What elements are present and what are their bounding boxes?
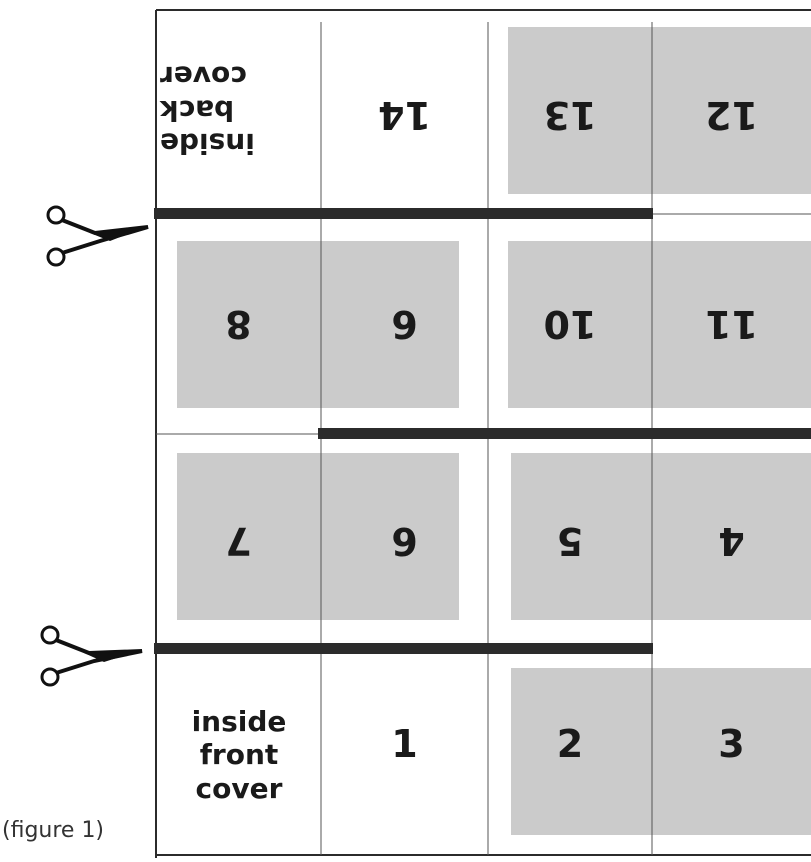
page-3: 3 [718, 722, 745, 766]
page-12: 12 [705, 93, 758, 137]
page-2: 2 [556, 722, 584, 766]
page-4: 4 [718, 519, 745, 563]
page-14: 14 [378, 93, 431, 137]
inside-back-cover-label: inside back cover [160, 40, 318, 180]
shade-block-8-6 [177, 241, 459, 408]
page-5: 5 [556, 519, 584, 563]
inside-back-cover-line-1: inside [160, 127, 255, 161]
inside-front-cover-label: inside front cover [160, 690, 318, 820]
page-8: 8 [225, 302, 252, 346]
cut-line-3 [154, 643, 653, 654]
inside-back-cover-line-2: back [160, 93, 235, 127]
inside-front-cover-line-3: cover [195, 771, 283, 805]
scissors-icon [40, 625, 143, 687]
page-11: 11 [705, 302, 758, 346]
inside-back-cover-line-3: cover [160, 60, 247, 94]
shade-block-12-13 [508, 27, 811, 194]
inside-front-cover-line-2: front [199, 738, 279, 772]
shade-block-2-3 [511, 668, 811, 835]
page-6-upper: 6 [391, 302, 418, 346]
scissors-icon [46, 205, 149, 267]
page-13: 13 [543, 93, 597, 137]
shade-block-10-11 [508, 241, 811, 408]
page-1: 1 [391, 722, 418, 766]
shade-block-7-6 [177, 453, 459, 620]
page-10: 10 [543, 302, 597, 346]
cut-line-2 [318, 428, 811, 439]
page-7: 7 [225, 519, 252, 563]
figure-caption: (figure 1) [2, 818, 105, 843]
cut-line-1 [154, 208, 653, 219]
shade-block-5-4 [511, 453, 811, 620]
page-6-lower: 6 [391, 519, 418, 563]
inside-front-cover-line-1: inside [191, 704, 287, 738]
